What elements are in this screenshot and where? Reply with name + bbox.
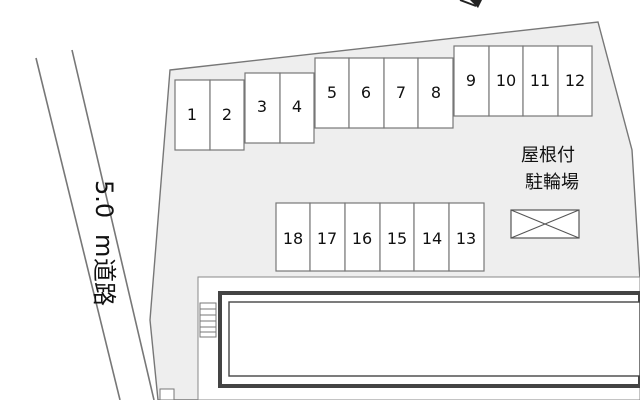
road-edge-right: [71, 49, 155, 400]
stall-label-18: 18: [283, 229, 303, 248]
stall-label-6: 6: [361, 83, 371, 102]
parking-row-middle: 18 17 16 15 14 13: [275, 202, 485, 272]
road-width-label: 5.0: [90, 180, 118, 218]
stall-label-8: 8: [431, 83, 441, 102]
stall-label-5: 5: [327, 83, 337, 102]
bicycle-parking: 屋根付 駐輪場: [510, 145, 580, 239]
staircase-icon: [199, 302, 217, 338]
stall-label-3: 3: [257, 97, 267, 116]
road-edge-left: [35, 57, 121, 400]
stall-2: [209, 79, 245, 151]
stall-8: [417, 57, 454, 129]
stall-1: [174, 79, 211, 151]
stall-6: [348, 57, 385, 129]
stall-4: [279, 72, 315, 144]
building: [197, 276, 640, 400]
stall-13: [448, 202, 485, 272]
stall-label-12: 12: [565, 71, 585, 90]
stall-label-9: 9: [466, 71, 476, 90]
north-arrow-icon: [459, 0, 482, 8]
parking-row-top: 1 2 3 4 5 6 7 8 9 10 11 12: [174, 45, 593, 151]
stall-label-2: 2: [222, 105, 232, 124]
stall-14: [413, 202, 450, 272]
bicycle-parking-label-line2: 駐輪場: [525, 172, 579, 193]
stall-label-11: 11: [530, 71, 550, 90]
road-label: 5.0 m 道路: [90, 180, 118, 306]
bicycle-parking-label-line1: 屋根付: [521, 145, 575, 166]
bicycle-parking-cross-b: [510, 209, 580, 239]
stall-10: [488, 45, 524, 117]
building-inner-outline: [228, 301, 640, 377]
stall-label-7: 7: [396, 83, 406, 102]
stall-12: [557, 45, 593, 117]
stall-7: [383, 57, 419, 129]
stall-label-15: 15: [387, 229, 407, 248]
stall-label-14: 14: [422, 229, 442, 248]
road: [35, 49, 155, 400]
stall-label-16: 16: [352, 229, 372, 248]
stall-9: [453, 45, 490, 117]
road-unit-label: m: [90, 234, 118, 257]
stall-3: [244, 72, 281, 144]
stall-label-17: 17: [317, 229, 337, 248]
stall-label-13: 13: [456, 229, 476, 248]
stall-label-1: 1: [187, 105, 197, 124]
stall-label-10: 10: [496, 71, 516, 90]
stall-5: [314, 57, 350, 129]
stall-11: [522, 45, 559, 117]
utility-box: [159, 388, 175, 400]
road-name-label: 道路: [90, 258, 118, 306]
stall-label-4: 4: [292, 97, 302, 116]
stall-15: [379, 202, 415, 272]
